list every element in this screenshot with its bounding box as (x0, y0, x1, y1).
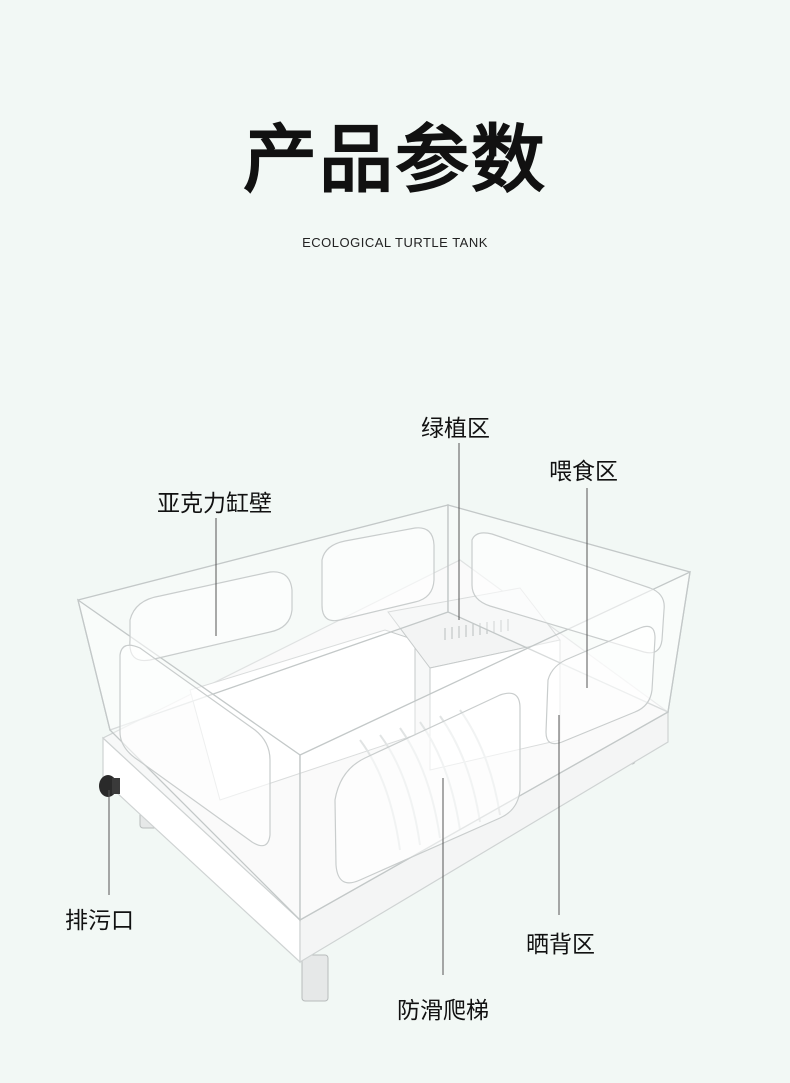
drain-knob (99, 775, 120, 797)
label-anti-slip-ladder: 防滑爬梯 (397, 998, 489, 1024)
label-plant-zone: 绿植区 (421, 416, 490, 442)
label-feeding-zone: 喂食区 (549, 459, 618, 485)
label-drain-outlet: 排污口 (65, 908, 134, 934)
leader-lines (108, 443, 588, 975)
label-basking-zone: 晒背区 (526, 932, 595, 958)
page-subtitle: ECOLOGICAL TURTLE TANK (302, 235, 488, 250)
page-title: 产品参数 (243, 117, 547, 203)
wall-windows (119, 527, 665, 884)
label-acrylic-wall: 亚克力缸壁 (157, 491, 272, 517)
